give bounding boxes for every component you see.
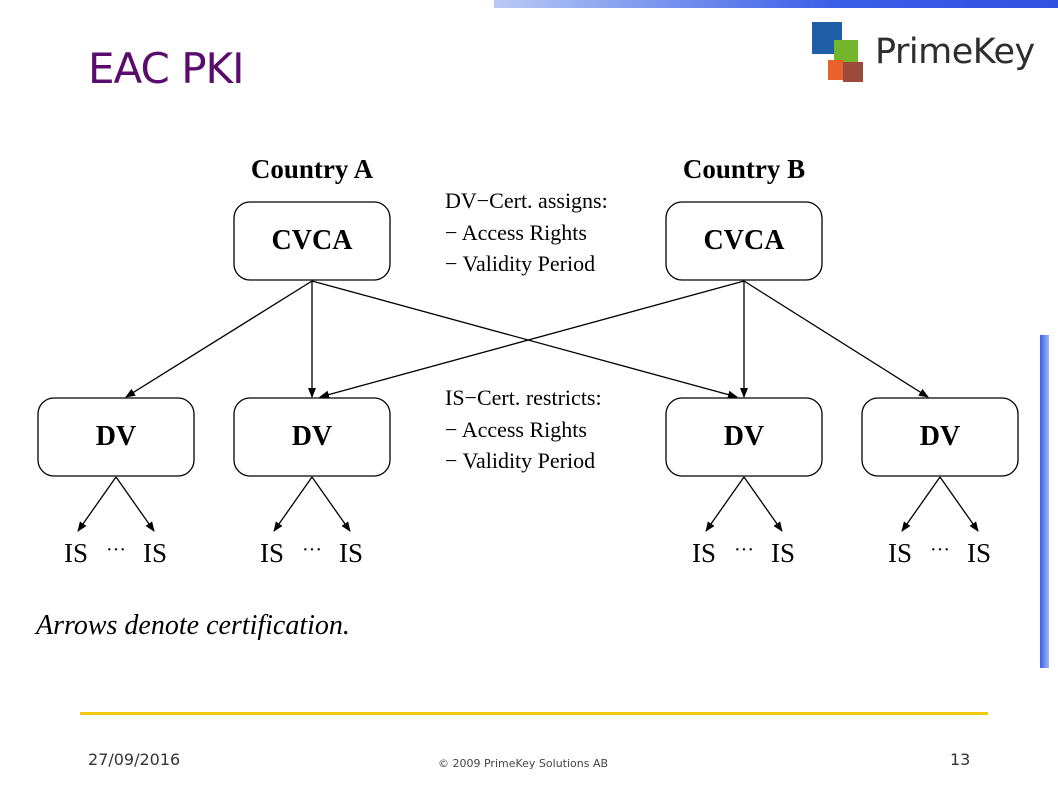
cvca-a-box [233,201,391,281]
is-ellipsis: ··· [930,539,950,561]
eac-pki-diagram: Country A Country B CVCA CVCA DV−Cert. a… [34,154,1019,641]
is-cert-note-item: − Access Rights [445,417,587,442]
cvca-b-box [665,201,823,281]
side-accent-bar [1040,335,1049,668]
arrow-cvca-b-to-dv-4 [743,280,929,398]
dv-box-3 [665,397,823,477]
is-label: IS [967,538,991,568]
is-label: IS [64,538,88,568]
cvca-a-label: CVCA [272,225,354,256]
is-label: IS [143,538,167,568]
arrow-dv-4-to-is [901,476,941,532]
is-ellipsis: ··· [734,539,754,561]
dv-label-1: DV [96,421,136,452]
dv-box-2 [233,397,391,477]
is-ellipsis: ··· [302,539,322,561]
dv-cert-note-item: − Access Rights [445,220,587,245]
dv-cert-note-heading: DV−Cert. assigns: [445,188,608,213]
is-cert-note-item: − Validity Period [445,448,595,473]
arrow-dv-3-to-is [705,476,745,532]
dv-label-2: DV [292,421,332,452]
is-cert-note-heading: IS−Cert. restricts: [445,385,602,410]
dv-cert-note-item: − Validity Period [445,251,595,276]
arrow-dv-2-to-is [273,476,313,532]
country-a-label: Country A [251,154,374,184]
footer-page-number: 13 [950,750,971,769]
footer-date: 27/09/2016 [88,750,181,769]
arrow-dv-1-to-is [77,476,117,532]
cvca-b-label: CVCA [704,225,786,256]
slide-title: EAC PKI [88,44,244,93]
arrow-dv-2-to-is [311,476,351,532]
arrow-cvca-a-to-dv-3 [311,280,738,399]
arrow-cvca-b-to-dv-2 [319,280,745,399]
country-b-label: Country B [683,154,805,184]
is-label: IS [771,538,795,568]
arrow-cvca-a-to-dv-1 [125,280,313,398]
dv-box-1 [37,397,195,477]
arrow-dv-3-to-is [743,476,783,532]
logo-square-brown [843,62,863,82]
is-label: IS [692,538,716,568]
is-label: IS [260,538,284,568]
is-label: IS [339,538,363,568]
arrow-dv-4-to-is [939,476,979,532]
logo-text: PrimeKey [875,32,1035,72]
arrow-dv-1-to-is [115,476,155,532]
diagram-caption: Arrows denote certification. [34,610,350,641]
footer-copyright: © 2009 PrimeKey Solutions AB [438,757,609,770]
top-accent-bar [494,0,1058,8]
is-ellipsis: ··· [106,539,126,561]
primekey-logo: PrimeKey [812,20,1052,86]
dv-box-4 [861,397,1019,477]
dv-label-4: DV [920,421,960,452]
logo-square-orange [828,60,844,80]
dv-label-3: DV [724,421,764,452]
is-label: IS [888,538,912,568]
footer-divider [80,712,988,715]
